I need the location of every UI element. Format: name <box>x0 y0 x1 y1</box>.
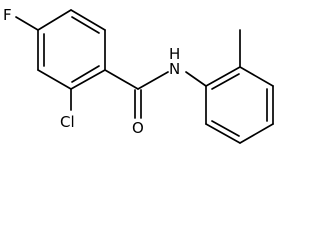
bond <box>70 69 106 90</box>
hydrogen-atom-label: H <box>169 45 180 63</box>
double-bond-inner <box>71 65 100 83</box>
bond <box>70 9 106 31</box>
bond <box>185 71 207 87</box>
oxygen-atom-label: O <box>132 119 144 137</box>
right-benzene-ring <box>205 66 274 144</box>
bond <box>205 66 241 87</box>
structural-formula: F Cl N H O <box>3 6 274 144</box>
nitrogen-atom-label: N <box>169 60 180 78</box>
bond <box>239 66 274 87</box>
left-benzene-ring <box>37 9 106 90</box>
bond <box>37 69 72 90</box>
bond <box>239 123 274 144</box>
bond <box>205 123 241 144</box>
double-bond-inner <box>71 16 100 34</box>
bond <box>104 69 139 90</box>
double-bond-inner <box>211 120 240 137</box>
bond <box>37 9 72 31</box>
amide-group <box>104 69 207 119</box>
bond <box>137 71 169 90</box>
c-f-bond <box>15 16 39 31</box>
chlorine-atom-label: Cl <box>60 113 75 131</box>
fluorine-atom-label: F <box>3 6 12 24</box>
double-bond-inner <box>211 73 240 90</box>
